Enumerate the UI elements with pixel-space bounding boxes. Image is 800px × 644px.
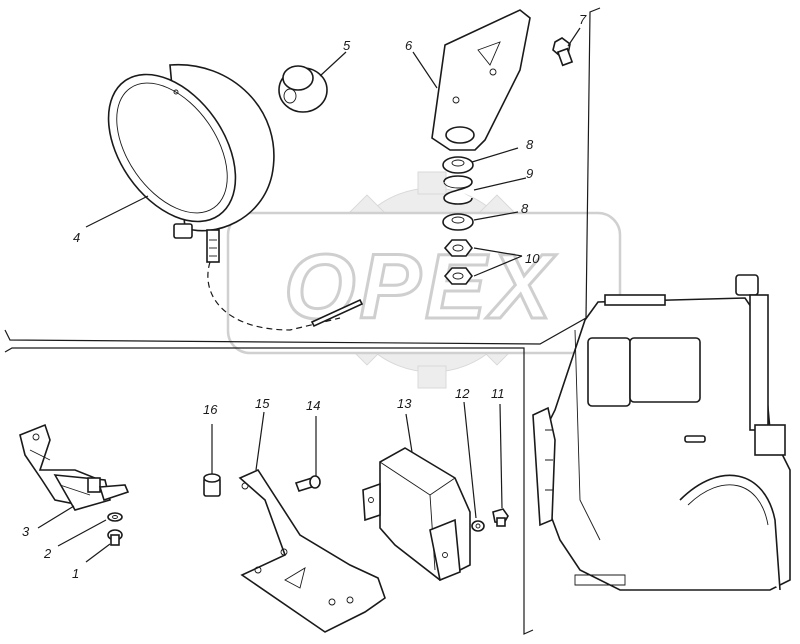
- callout-7: 7: [579, 12, 587, 27]
- separator-line-lower: [4, 347, 534, 635]
- callout-11: 11: [491, 386, 505, 401]
- callout-10: 10: [525, 251, 540, 266]
- callout-3: 3: [22, 524, 30, 539]
- grommet: [278, 65, 328, 113]
- callout-13: 13: [397, 396, 412, 411]
- bolt-7: [552, 37, 574, 67]
- nut-10-lower: [443, 267, 473, 285]
- callout-labels: 1 2 3 4 5 6 7 8 9 8 10 11 12 13 14 15 16: [22, 12, 587, 581]
- bolt-11: [492, 508, 509, 527]
- mounting-plate-15: [238, 468, 386, 633]
- callout-14: 14: [306, 398, 320, 413]
- callout-15: 15: [255, 396, 270, 411]
- callout-9: 9: [526, 166, 533, 181]
- callout-6: 6: [405, 38, 413, 53]
- callout-2: 2: [43, 546, 52, 561]
- callout-8a: 8: [526, 137, 534, 152]
- washer-8-upper: [442, 156, 474, 174]
- nut-10-upper: [443, 239, 473, 257]
- switch-3: [19, 423, 130, 511]
- callout-1: 1: [72, 566, 79, 581]
- callout-8b: 8: [521, 201, 529, 216]
- washer-8-lower: [442, 213, 474, 231]
- bolt-14: [294, 475, 321, 492]
- screw-1: [107, 529, 123, 546]
- control-unit-13: [362, 447, 471, 582]
- callout-4: 4: [73, 230, 80, 245]
- watermark-text: OPEX: [284, 236, 556, 338]
- callout-12: 12: [455, 386, 470, 401]
- headlamp: [107, 63, 364, 331]
- leader-lines: [37, 27, 581, 563]
- callout-5: 5: [343, 38, 351, 53]
- watermark: OPEX: [226, 171, 622, 389]
- separator-line: [4, 7, 601, 345]
- nut-12: [471, 520, 485, 532]
- bushing-16: [203, 473, 221, 497]
- truck-cab: [532, 274, 791, 591]
- callout-16: 16: [203, 402, 218, 417]
- bracket: [431, 9, 531, 151]
- washer-2: [107, 512, 123, 522]
- spring-washer-9: [443, 175, 473, 205]
